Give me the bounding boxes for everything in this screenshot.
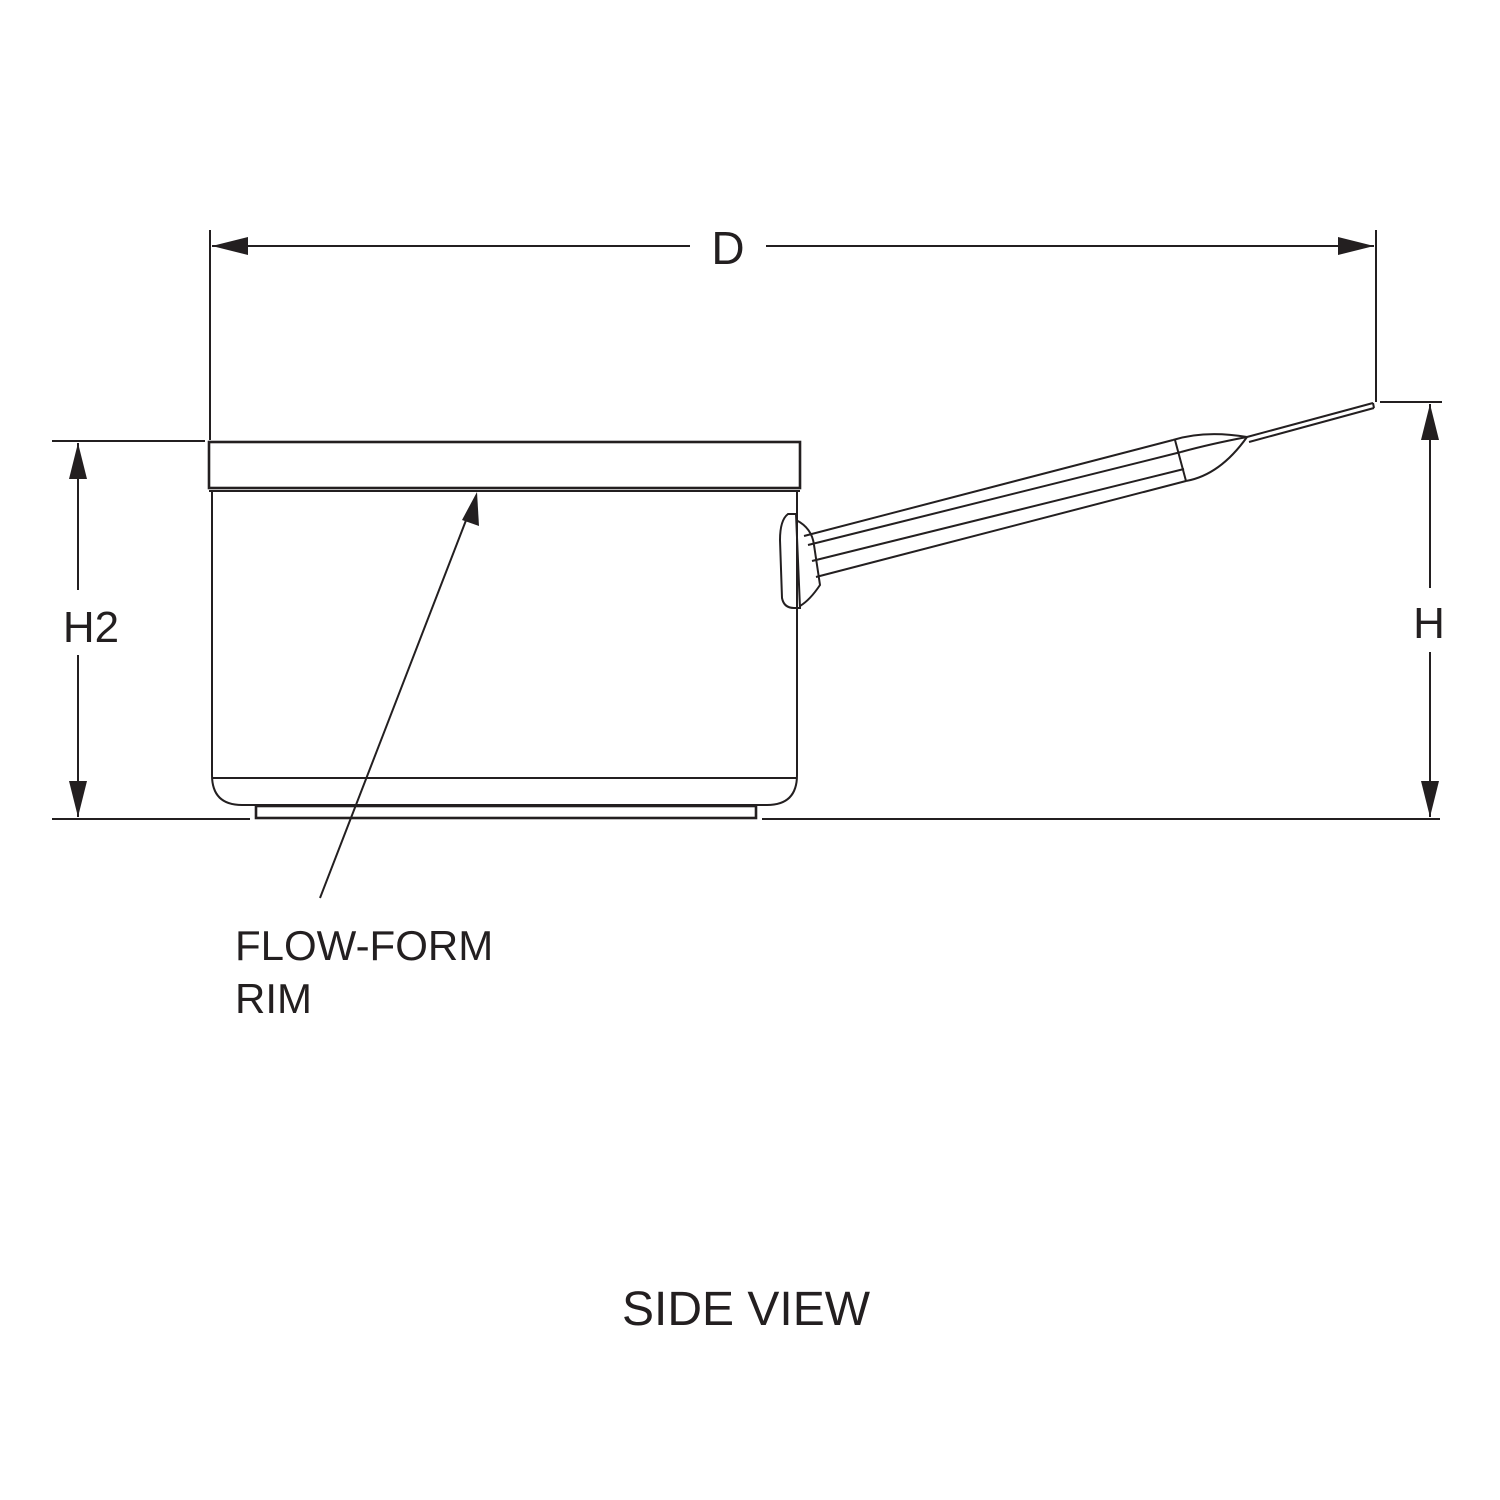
dimension-h-label: H (1413, 599, 1445, 648)
arrowhead-right-icon (1338, 237, 1374, 255)
dimension-d-label: D (711, 222, 744, 274)
arrowhead-down-icon (69, 781, 87, 817)
flow-form-rim-callout: FLOW-FORM RIM (235, 492, 493, 1022)
callout-line-2: RIM (235, 975, 312, 1022)
saucepan-body (207, 440, 802, 820)
callout-line-1: FLOW-FORM (235, 922, 493, 969)
view-title: SIDE VIEW (622, 1283, 871, 1336)
pan-rim (207, 440, 802, 490)
arrowhead-left-icon (212, 237, 248, 255)
dimension-h2: H2 (52, 440, 205, 817)
dimension-h2-label: H2 (63, 603, 119, 652)
arrowhead-up-icon (69, 443, 87, 479)
saucepan-handle (778, 402, 1375, 609)
dimension-d: D (209, 222, 1377, 440)
leader-arrowhead-icon (462, 492, 479, 526)
arrowhead-down-icon (1421, 781, 1439, 817)
arrowhead-up-icon (1421, 404, 1439, 440)
dimension-h: H (1380, 401, 1445, 817)
pan-base (254, 804, 758, 820)
